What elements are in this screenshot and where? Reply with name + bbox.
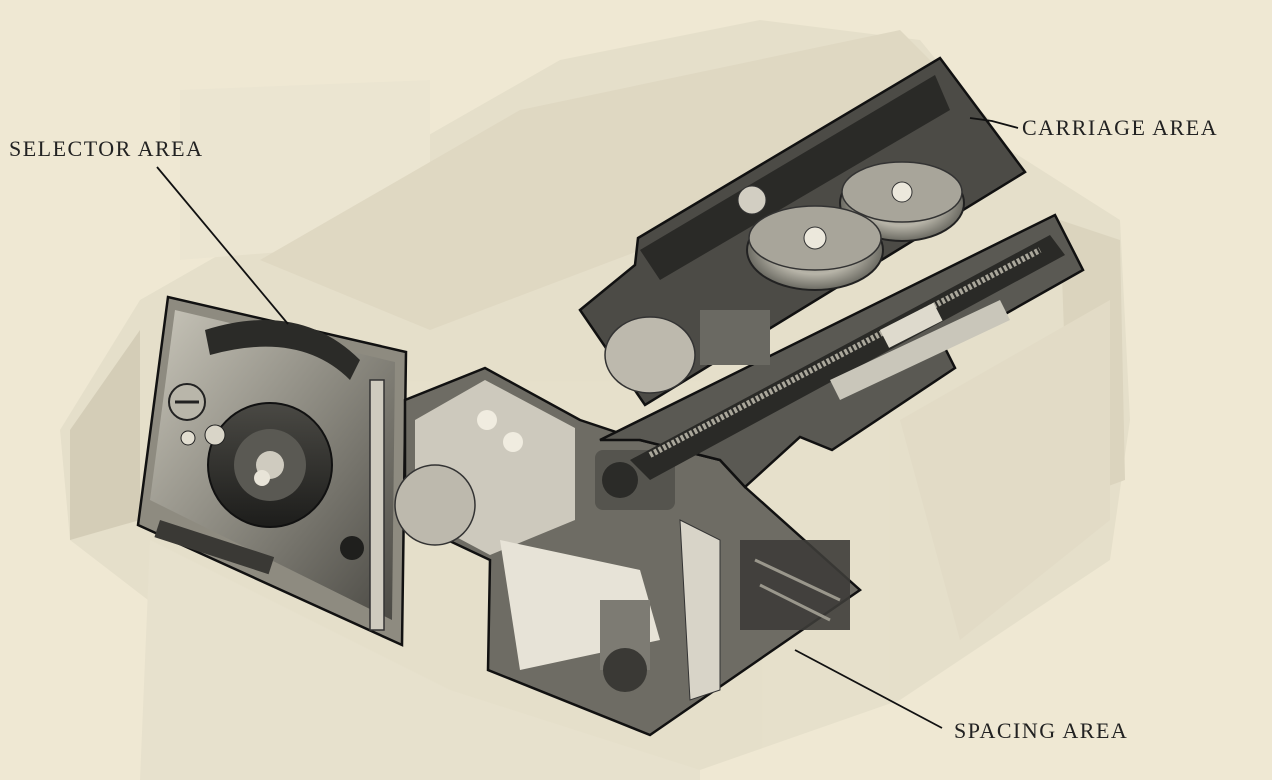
selector-area-label: SELECTOR AREA	[9, 136, 204, 161]
selector-area-cutout	[136, 295, 408, 647]
carriage-leader-line	[969, 117, 1019, 129]
selector-leader-line	[156, 166, 289, 325]
spacing-area-cutout	[394, 366, 863, 737]
leader-lines	[156, 117, 1019, 729]
spacing-area-label: SPACING AREA	[954, 718, 1129, 743]
carriage-area-label: CARRIAGE AREA	[1022, 115, 1219, 140]
carriage-rail-cutout	[599, 213, 1085, 489]
carriage-area-cutout	[578, 56, 1027, 407]
spacing-leader-line	[794, 649, 943, 729]
